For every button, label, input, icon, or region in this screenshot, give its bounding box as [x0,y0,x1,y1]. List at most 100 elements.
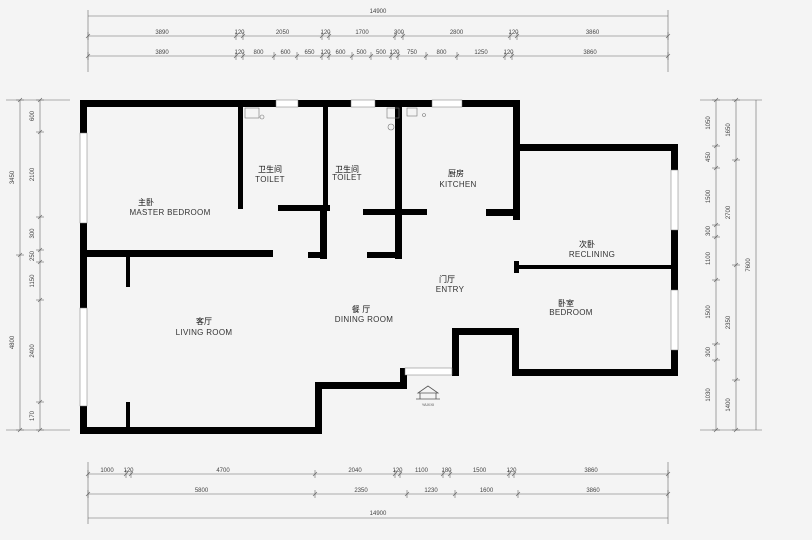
bottom-row2-dimensions: 5800 2350 1230 1600 3860 [195,488,601,494]
top-row1-dim-0: 3890 [155,30,169,36]
top-total-dim: 14900 [370,9,387,15]
left-outer-dim-0: 3450 [10,170,16,184]
room-bedroom: 卧室 BEDROOM [549,298,592,317]
top-row1-dim-2: 2050 [276,30,290,36]
bedroom-cn: 卧室 [558,298,574,308]
bottom-row1-dim-5: 1100 [415,468,429,474]
room-kitchen: 厨房 KITCHEN [439,168,476,189]
room-entry: 门厅 ENTRY [436,274,465,294]
right-inner-dim-7: 1030 [706,388,712,402]
bottom-row2-dim-1: 2350 [354,488,368,494]
right-outer-dim-1: 2700 [726,205,732,219]
top-row2-dim-2: 800 [253,50,264,56]
bottom-dimensions: 14900 [85,462,671,524]
left-outer-dimensions: 3450 4800 [10,170,16,349]
top-row2-dim-9: 120 [389,50,400,56]
bottom-row2-dim-0: 5800 [195,488,209,494]
top-row1-dim-6: 2800 [450,30,464,36]
right-inner-dim-0: 1050 [706,116,712,130]
left-inner-dim-6: 170 [30,410,36,421]
top-row2-dim-1: 120 [234,50,245,56]
top-row2-dim-10: 750 [407,50,418,56]
kitchen-cn: 厨房 [448,168,464,178]
toilet2-en: TOILET [332,173,362,182]
entrance-label: YAXIXI [422,402,435,407]
bottom-row2-dim-2: 1230 [424,488,438,494]
right-outer-dim-3: 1400 [726,398,732,412]
fixtures [244,107,426,131]
top-row2-dim-4: 650 [304,50,315,56]
living-cn: 客厅 [196,316,212,326]
right-inner-dim-1: 450 [706,151,712,162]
bottom-row2-dim-4: 3860 [586,488,600,494]
bottom-row2-dim-3: 1600 [480,488,494,494]
right-outer-dimensions: 1650 2700 2350 1400 [726,123,732,412]
top-dimensions: 14900 [85,9,671,72]
bottom-row1-dim-1: 120 [123,468,134,474]
right-inner-dim-5: 1500 [706,305,712,319]
top-row1-dim-7: 120 [508,30,519,36]
bottom-row1-dim-4: 120 [392,468,403,474]
room-toilet-2: 卫生间 TOILET [332,164,362,182]
top-row1-dim-5: 300 [394,30,405,36]
left-outer-dim-1: 4800 [10,335,16,349]
bottom-row1-dim-9: 3860 [584,468,598,474]
top-row1-dim-3: 120 [320,30,331,36]
room-toilet-1: 卫生间 TOILET [255,164,285,184]
top-row2-dim-3: 600 [280,50,291,56]
windows [79,99,679,407]
reclining-cn: 次卧 [579,239,595,249]
dining-cn: 餐 厅 [352,305,371,314]
bedroom-en: BEDROOM [549,308,592,317]
top-row2-dim-7: 500 [356,50,367,56]
top-row2-dim-14: 3860 [583,50,597,56]
walls [80,100,678,434]
toilet2-cn: 卫生间 [335,164,359,174]
right-inner-dim-6: 300 [706,346,712,357]
left-inner-dim-2: 300 [30,228,36,239]
bottom-row1-dim-8: 120 [506,468,517,474]
toilet1-cn: 卫生间 [258,164,282,174]
master-cn: 主卧 [138,197,154,207]
top-row2-dim-11: 800 [436,50,447,56]
entrance-marker: YAXIXI [416,385,440,407]
bottom-total-dim: 14900 [370,511,387,517]
top-row2-dim-12: 1250 [474,50,488,56]
right-outer-dim-2: 2350 [726,315,732,329]
entry-cn: 门厅 [439,274,455,284]
left-inner-dim-4: 1150 [30,274,36,288]
left-inner-dim-0: 600 [30,110,36,121]
right-inner-dim-2: 1500 [706,189,712,203]
entry-en: ENTRY [436,285,465,294]
room-master: 主卧 MASTER BEDROOM [129,197,210,217]
left-inner-dimensions: 600 2100 300 250 1150 2400 170 [30,110,36,421]
dining-en: DINING ROOM [335,315,393,324]
left-inner-dim-5: 2400 [30,344,36,358]
room-dining: 餐 厅 DINING ROOM [335,305,393,324]
master-en: MASTER BEDROOM [129,208,210,217]
toilet1-en: TOILET [255,175,285,184]
living-en: LIVING ROOM [176,328,233,337]
reclining-en: RECLINING [569,250,615,259]
top-row2-dim-13: 120 [503,50,514,56]
right-inner-dim-4: 1100 [706,251,712,265]
bottom-row1-dim-2: 4700 [216,468,230,474]
top-row1-dim-4: 1700 [355,30,369,36]
left-inner-dim-1: 2100 [30,167,36,181]
bottom-row1-dim-0: 1000 [100,468,114,474]
room-living: 客厅 LIVING ROOM [176,316,233,337]
room-reclining: 次卧 RECLINING [569,239,615,259]
right-dimensions [700,97,762,433]
left-dimensions [6,97,70,433]
left-inner-dim-3: 250 [30,250,36,261]
top-row2-dim-5: 120 [320,50,331,56]
right-inner-dimensions: 1050 450 1500 300 1100 1500 300 1030 [706,116,712,402]
top-row1-dim-8: 3860 [586,30,600,36]
right-outer-dim-0: 1650 [726,123,732,137]
top-row2-dim-8: 500 [376,50,387,56]
right-inner-dim-3: 300 [706,225,712,236]
